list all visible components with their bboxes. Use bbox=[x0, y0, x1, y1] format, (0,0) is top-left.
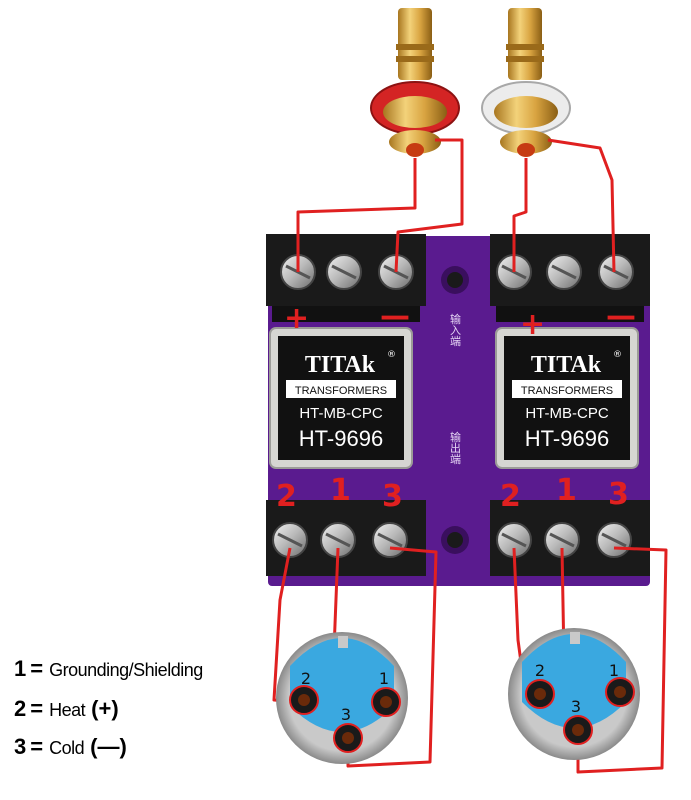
legend-equals: = bbox=[30, 656, 44, 681]
output-pin-marks: 2 1 3 2 1 3 bbox=[276, 473, 629, 514]
xlr-connector-right[interactable]: 2 1 3 bbox=[508, 628, 640, 760]
board-input-label: 输入端 bbox=[449, 312, 462, 347]
legend-row-2: 2=Heat(+) bbox=[14, 696, 119, 722]
transformer-brand: TITAk bbox=[531, 352, 602, 378]
output-pin-mark: 1 bbox=[556, 473, 577, 508]
legend-row-3: 3=Cold(—) bbox=[14, 734, 127, 760]
output-pin-mark: 1 bbox=[330, 473, 351, 508]
output-pin-mark: 2 bbox=[276, 479, 297, 514]
transformer-model: HT-9696 bbox=[299, 426, 383, 451]
legend-symbol: (—) bbox=[90, 734, 127, 759]
input-mark: + bbox=[520, 307, 545, 342]
wire-input bbox=[296, 138, 616, 273]
mounting-hole-icon bbox=[441, 526, 469, 554]
legend-text: Cold bbox=[49, 738, 85, 758]
input-polarity-marks: + — + — bbox=[284, 299, 636, 342]
registered-mark: ® bbox=[387, 350, 396, 360]
screw-terminal[interactable] bbox=[596, 522, 632, 558]
xlr-pin-label: 2 bbox=[535, 661, 545, 680]
transformer-subtitle: TRANSFORMERS bbox=[295, 385, 387, 397]
legend-symbol: (+) bbox=[91, 696, 119, 721]
xlr-pin-label: 2 bbox=[301, 669, 311, 688]
legend-text: Grounding/Shielding bbox=[49, 660, 203, 680]
xlr-pin-label: 3 bbox=[571, 697, 581, 716]
legend-text: Heat bbox=[49, 700, 86, 720]
pcb-board bbox=[268, 236, 650, 586]
rca-jack-white[interactable] bbox=[481, 8, 571, 157]
screw-terminal[interactable] bbox=[598, 254, 634, 290]
legend-number: 3 bbox=[14, 734, 27, 759]
registered-mark: ® bbox=[613, 350, 622, 360]
output-pin-mark: 3 bbox=[382, 479, 403, 514]
legend-number: 1 bbox=[14, 656, 27, 681]
transformer-model-line: HT-MB-CPC bbox=[525, 405, 608, 422]
xlr-pin-label: 3 bbox=[341, 705, 351, 724]
input-mark: — bbox=[380, 299, 410, 334]
screw-terminal[interactable] bbox=[272, 522, 308, 558]
input-mark: — bbox=[606, 299, 636, 334]
legend-equals: = bbox=[30, 696, 44, 721]
board-output-label: 输出端 bbox=[449, 430, 462, 465]
transformer-subtitle: TRANSFORMERS bbox=[521, 385, 613, 397]
transformer-model: HT-9696 bbox=[525, 426, 609, 451]
screw-terminal[interactable] bbox=[496, 522, 532, 558]
xlr-pin-label: 1 bbox=[609, 661, 619, 680]
transformer-brand: TITAk bbox=[305, 352, 376, 378]
input-mark: + bbox=[284, 301, 309, 336]
rca-jack-red[interactable] bbox=[370, 8, 460, 157]
legend-row-1: 1=Grounding/Shielding bbox=[14, 656, 209, 682]
legend-equals: = bbox=[30, 734, 44, 759]
legend-number: 2 bbox=[14, 696, 27, 721]
transformer-right: TITAk ® TRANSFORMERS HT-MB-CPC HT-9696 bbox=[495, 327, 639, 469]
mounting-hole-icon bbox=[441, 266, 469, 294]
xlr-connector-left[interactable]: 2 1 3 bbox=[276, 632, 408, 764]
output-pin-mark: 2 bbox=[500, 479, 521, 514]
xlr-pin-label: 1 bbox=[379, 669, 389, 688]
output-pin-mark: 3 bbox=[608, 477, 629, 512]
screw-terminal[interactable] bbox=[372, 522, 408, 558]
transformer-left: TITAk ® TRANSFORMERS HT-MB-CPC HT-9696 bbox=[269, 327, 413, 469]
screw-terminal[interactable] bbox=[546, 254, 582, 290]
transformer-model-line: HT-MB-CPC bbox=[299, 405, 382, 422]
screw-terminal[interactable] bbox=[326, 254, 362, 290]
